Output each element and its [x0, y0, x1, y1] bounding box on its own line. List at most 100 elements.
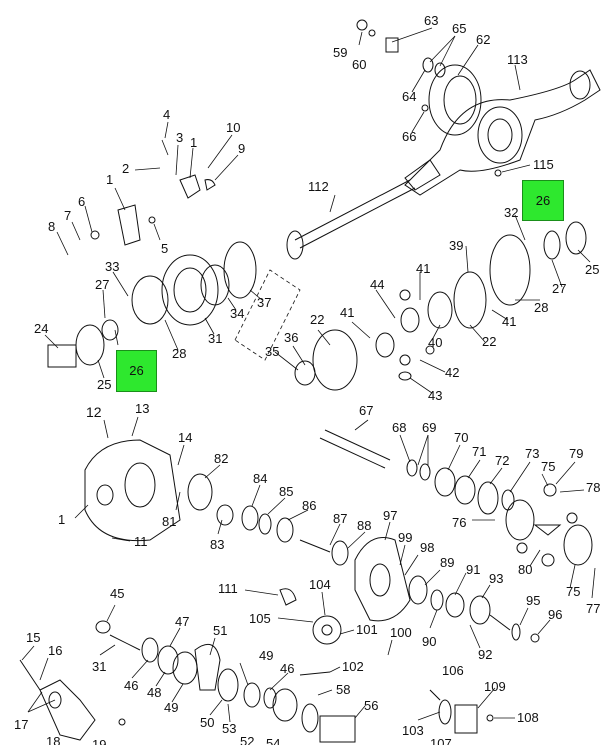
callout-41-mid: 41 [340, 305, 355, 320]
callout-18: 18 [46, 734, 61, 745]
callout-115: 115 [533, 157, 554, 172]
callout-22-left: 22 [310, 312, 325, 327]
gear-stack-82-88 [187, 473, 349, 566]
callout-78: 78 [586, 480, 601, 495]
callout-10: 10 [226, 120, 241, 135]
callout-39: 39 [449, 238, 464, 253]
sprocket-104 [279, 588, 342, 645]
callout-54: 54 [266, 736, 281, 745]
callout-96: 96 [548, 607, 563, 622]
washer-60 [368, 29, 376, 37]
callout-67: 67 [359, 403, 374, 418]
callout-84: 84 [253, 471, 268, 486]
callout-97: 97 [383, 508, 398, 523]
callout-27-upper: 27 [552, 281, 567, 296]
callout-98: 98 [420, 540, 435, 555]
bolt-115 [494, 169, 502, 177]
breather-63 [385, 37, 399, 53]
callout-40: 40 [428, 335, 443, 350]
callout-89: 89 [440, 555, 455, 570]
callout-107: 107 [430, 736, 452, 745]
callout-66: 66 [402, 129, 417, 144]
callout-8: 8 [48, 219, 56, 234]
callout-109: 109 [484, 679, 506, 694]
callout-56: 56 [364, 698, 379, 713]
output-group-89-96 [408, 575, 540, 643]
callout-104: 104 [309, 577, 331, 592]
callout-1-left: 1 [106, 172, 114, 187]
callout-72: 72 [495, 453, 510, 468]
callout-103: 103 [402, 723, 424, 738]
callout-52: 52 [240, 734, 255, 745]
callout-45: 45 [110, 586, 125, 601]
callout-60: 60 [352, 57, 367, 72]
callout-112: 112 [308, 179, 329, 194]
callout-28-upper: 28 [534, 300, 549, 315]
callout-34: 34 [230, 306, 245, 321]
callout-49-right: 49 [259, 648, 274, 663]
callout-59: 59 [333, 45, 348, 60]
callout-80: 80 [518, 562, 533, 577]
callout-2: 2 [122, 161, 130, 176]
callout-73: 73 [525, 446, 540, 461]
callout-36: 36 [284, 330, 299, 345]
callout-71: 71 [472, 444, 487, 459]
callout-47: 47 [175, 614, 190, 629]
callout-105: 105 [249, 611, 271, 626]
callout-99: 99 [398, 530, 413, 545]
cover-62 [428, 64, 482, 136]
bracket-parts-upper-left [90, 139, 216, 246]
callout-79: 79 [569, 446, 584, 461]
callout-111: 111 [218, 581, 238, 596]
callout-51: 51 [213, 623, 228, 638]
callout-76: 76 [452, 515, 467, 530]
callout-31-lower: 31 [92, 659, 107, 674]
callout-75-bottom: 75 [566, 584, 581, 599]
dashed-group-outline [234, 269, 301, 361]
axle-shaft-112 [286, 159, 441, 260]
leader-lines [21, 27, 596, 723]
callout-24: 24 [34, 321, 49, 336]
spider-gear-group [505, 483, 593, 567]
differential-carrier-left [47, 241, 257, 368]
plug-59 [356, 19, 368, 31]
callout-85: 85 [279, 484, 294, 499]
callout-108: 108 [517, 710, 539, 725]
axle-housing-113 [404, 69, 601, 196]
callout-75-top: 75 [541, 459, 556, 474]
callout-53: 53 [222, 721, 237, 736]
callout-46-right: 46 [280, 661, 295, 676]
callout-16: 16 [48, 643, 63, 658]
callout-58: 58 [336, 682, 351, 697]
lower-left-assembly [95, 620, 356, 743]
callout-93: 93 [489, 571, 504, 586]
callout-102: 102 [342, 659, 364, 674]
callout-68: 68 [392, 420, 407, 435]
callout-82: 82 [214, 451, 229, 466]
callout-3: 3 [176, 130, 184, 145]
callout-64: 64 [402, 89, 417, 104]
highlight-26-lower: 26 [116, 350, 157, 392]
callout-49-left: 49 [164, 700, 179, 715]
callout-62: 62 [476, 32, 491, 47]
callout-37: 37 [257, 295, 272, 310]
callout-43: 43 [428, 388, 443, 403]
callout-42: 42 [445, 365, 460, 380]
callout-27-left: 27 [95, 277, 110, 292]
callout-13: 13 [135, 401, 150, 416]
callout-17: 17 [14, 717, 29, 732]
callout-9: 9 [238, 141, 246, 156]
input-shaft-67 [319, 429, 515, 515]
callout-69: 69 [422, 420, 437, 435]
callout-101: 101 [356, 622, 378, 637]
callout-106: 106 [442, 663, 464, 678]
callout-81: 81 [162, 514, 177, 529]
callout-41-top: 41 [416, 261, 431, 276]
callout-28-left: 28 [172, 346, 187, 361]
callout-6: 6 [78, 194, 86, 209]
housing-97 [354, 537, 411, 622]
callout-15: 15 [26, 630, 41, 645]
seal-65a [422, 57, 434, 73]
callout-32: 32 [504, 205, 519, 220]
